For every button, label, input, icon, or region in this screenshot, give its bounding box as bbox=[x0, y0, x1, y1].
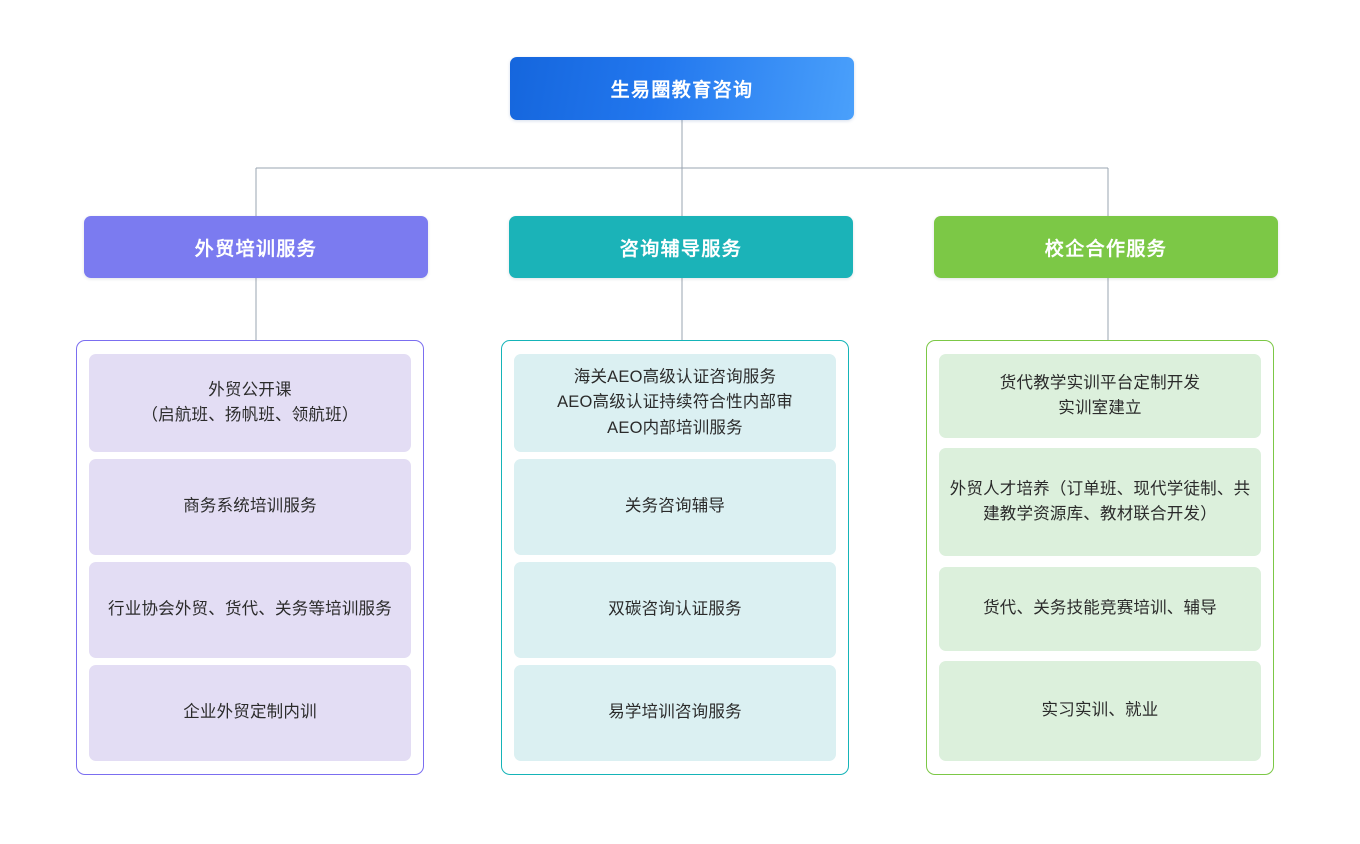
service-item[interactable]: 实习实训、就业 bbox=[939, 660, 1261, 761]
category-header-2[interactable]: 校企合作服务 bbox=[934, 216, 1278, 278]
items-container-2: 货代教学实训平台定制开发 实训室建立 外贸人才培养（订单班、现代学徒制、共建教学… bbox=[926, 340, 1274, 775]
items-container-1: 海关AEO高级认证咨询服务 AEO高级认证持续符合性内部审 AEO内部培训服务 … bbox=[501, 340, 849, 775]
root-node[interactable]: 生易圈教育咨询 bbox=[510, 57, 854, 120]
category-header-label-0: 外贸培训服务 bbox=[194, 238, 318, 260]
service-item[interactable]: 外贸公开课 （启航班、扬帆班、领航班） bbox=[89, 354, 411, 452]
branch-column-2: 校企合作服务 货代教学实训平台定制开发 实训室建立 外贸人才培养（订单班、现代学… bbox=[926, 0, 1286, 844]
service-item[interactable]: 关务咨询辅导 bbox=[514, 459, 836, 555]
category-header-1[interactable]: 咨询辅导服务 bbox=[509, 216, 853, 278]
service-item[interactable]: 商务系统培训服务 bbox=[89, 459, 411, 555]
service-item[interactable]: 易学培训咨询服务 bbox=[514, 665, 836, 761]
service-item[interactable]: 海关AEO高级认证咨询服务 AEO高级认证持续符合性内部审 AEO内部培训服务 bbox=[514, 354, 836, 452]
branch-column-0: 外贸培训服务 外贸公开课 （启航班、扬帆班、领航班） 商务系统培训服务 行业协会… bbox=[76, 0, 436, 844]
service-item[interactable]: 企业外贸定制内训 bbox=[89, 665, 411, 761]
service-item[interactable]: 双碳咨询认证服务 bbox=[514, 562, 836, 658]
items-container-0: 外贸公开课 （启航班、扬帆班、领航班） 商务系统培训服务 行业协会外贸、货代、关… bbox=[76, 340, 424, 775]
service-item[interactable]: 外贸人才培养（订单班、现代学徒制、共建教学资源库、教材联合开发） bbox=[939, 448, 1261, 557]
root-node-label: 生易圈教育咨询 bbox=[610, 80, 754, 101]
category-header-label-2: 校企合作服务 bbox=[1044, 238, 1168, 260]
category-header-0[interactable]: 外贸培训服务 bbox=[84, 216, 428, 278]
service-item[interactable]: 货代、关务技能竞赛培训、辅导 bbox=[939, 566, 1261, 651]
service-item[interactable]: 行业协会外贸、货代、关务等培训服务 bbox=[89, 562, 411, 658]
category-header-label-1: 咨询辅导服务 bbox=[619, 238, 743, 260]
branch-column-1: 咨询辅导服务 海关AEO高级认证咨询服务 AEO高级认证持续符合性内部审 AEO… bbox=[501, 0, 861, 844]
service-item[interactable]: 货代教学实训平台定制开发 实训室建立 bbox=[939, 354, 1261, 438]
